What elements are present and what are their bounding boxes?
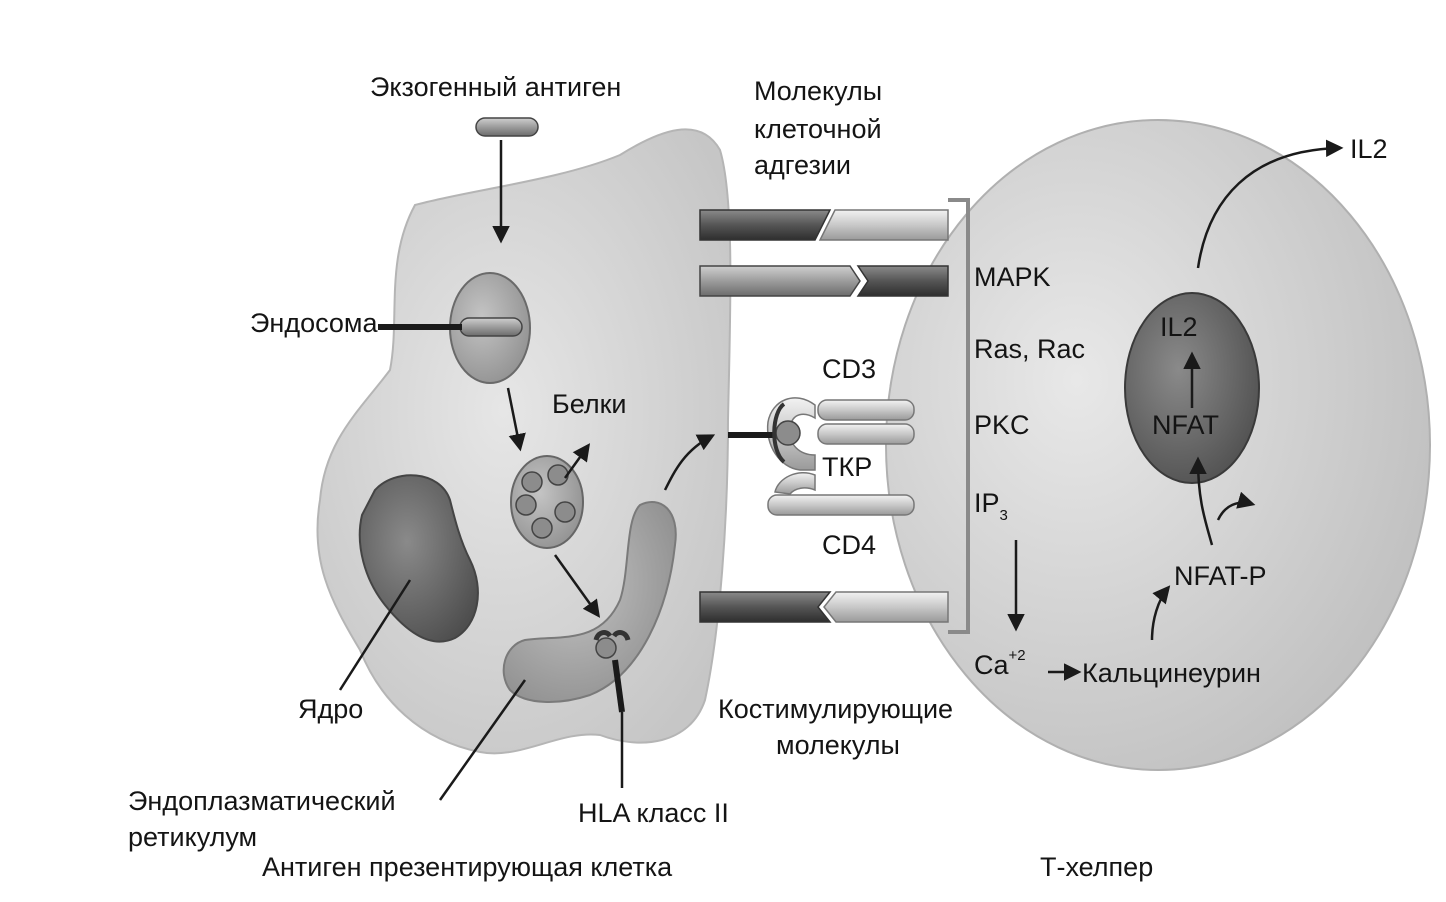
label-il2-out: IL2 — [1350, 134, 1388, 164]
adhesion-molecule-t-1 — [818, 209, 949, 241]
arrow-protein-fragment — [563, 443, 591, 479]
protein — [547, 464, 569, 486]
exogenous-antigen — [475, 117, 539, 137]
hla-stem — [612, 659, 625, 713]
costimulatory-molecule-apc — [699, 591, 832, 623]
endoplasmic-reticulum — [502, 500, 677, 703]
cd3-molecule-top — [817, 399, 915, 421]
endosome-antigen — [459, 317, 523, 337]
label-il2-nucleus: IL2 — [1160, 312, 1198, 342]
presented-peptide — [775, 420, 801, 446]
arrow-calcineurin-to-nfatp — [1150, 585, 1171, 641]
label-nucleus: Ядро — [298, 694, 363, 724]
arrow-endosome-to-proteins — [506, 387, 526, 452]
er-leader — [438, 679, 527, 801]
signal-bracket — [948, 198, 970, 634]
label-ras-rac: Ras, Rac — [974, 334, 1085, 364]
cd4-molecule — [767, 494, 915, 516]
label-costim-line2: молекулы — [776, 730, 900, 760]
label-exogenous-antigen: Экзогенный антиген — [370, 72, 621, 102]
ip3-base: IP — [974, 488, 1000, 518]
protein — [521, 471, 543, 493]
ca-superscript: +2 — [1009, 647, 1026, 664]
label-er-line1: Эндоплазматический — [128, 786, 396, 816]
label-adhesion-line3: адгезии — [754, 150, 851, 180]
protein — [515, 494, 537, 516]
label-ca: Ca+2 — [974, 647, 1026, 680]
arrow-proteins-to-er — [553, 554, 601, 618]
label-endosome: Эндосома — [250, 308, 378, 338]
label-calcineurin: Кальцинеурин — [1082, 658, 1261, 688]
adhesion-molecule-t-2 — [856, 265, 949, 297]
hla-peptide — [595, 637, 617, 659]
mhc-arm — [772, 402, 786, 464]
label-adhesion-line2: клеточной — [754, 114, 882, 144]
label-costim-line1: Костимулирующие — [718, 694, 953, 724]
ip3-subscript: 3 — [1000, 507, 1008, 524]
label-mapk: MAPK — [974, 262, 1051, 292]
label-adhesion-line1: Молекулы — [754, 76, 882, 106]
apc-nucleus — [358, 474, 479, 643]
arrow-nfatp-to-nucleus — [1189, 456, 1214, 546]
label-ip3: IP3 — [974, 488, 1008, 524]
label-proteins: Белки — [552, 389, 627, 419]
protein — [554, 501, 576, 523]
cd3-molecule-bottom — [817, 423, 915, 445]
arrow-er-to-surface — [663, 434, 716, 491]
nucleus-leader — [338, 579, 412, 691]
label-cd4: CD4 — [822, 530, 876, 560]
arrow-nfatp-branch — [1216, 491, 1256, 521]
hla-class-ii-molecule — [593, 630, 631, 641]
label-t-helper: Т-хелпер — [1040, 852, 1153, 882]
adhesion-molecule-apc-1 — [699, 209, 832, 241]
label-er-line2: ретикулум — [128, 822, 257, 852]
adhesion-molecule-apc-2 — [699, 265, 861, 297]
tcr-receptor-lower — [774, 471, 816, 495]
arrow-il2-secretion — [1196, 139, 1344, 269]
costimulatory-molecule-t — [823, 591, 949, 623]
protein — [531, 517, 553, 539]
label-cd3: CD3 — [822, 354, 876, 384]
label-tcr: ТКР — [822, 452, 872, 482]
label-apc: Антиген презентирующая клетка — [262, 852, 673, 882]
label-hla: HLA класс II — [578, 798, 729, 828]
ca-base: Ca — [974, 650, 1009, 680]
label-nfat: NFAT — [1152, 410, 1219, 440]
label-pkc: PKC — [974, 410, 1030, 440]
label-nfat-p: NFAT-P — [1174, 561, 1267, 591]
